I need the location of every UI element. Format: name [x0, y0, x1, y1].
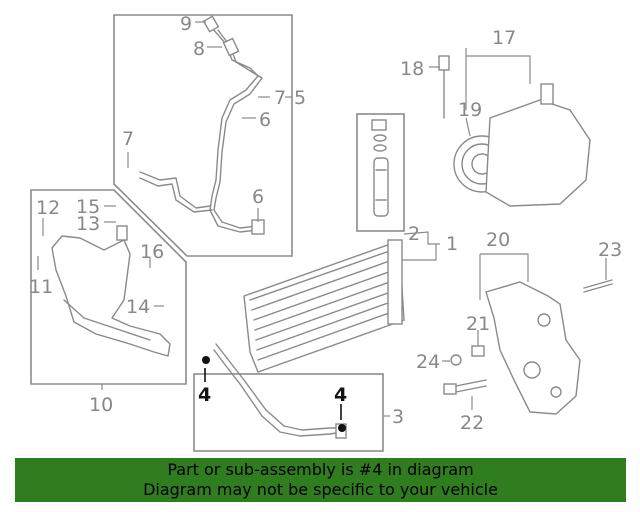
condenser[interactable]	[243, 239, 405, 373]
callout-1: 1	[446, 233, 458, 255]
callout-22: 22	[460, 412, 484, 434]
hose-assembly-panel[interactable]	[113, 14, 293, 257]
callout-18: 18	[400, 58, 424, 80]
callout-9: 9	[180, 13, 192, 35]
bolt-part-23[interactable]	[583, 279, 613, 293]
callout-3: 3	[392, 406, 404, 428]
nut-part-24[interactable]	[450, 354, 462, 366]
callout-6-upper: 6	[259, 109, 271, 131]
leader-lines	[37, 21, 607, 420]
callout-20: 20	[486, 229, 510, 251]
bushing-part-21[interactable]	[471, 345, 485, 357]
callout-8: 8	[193, 38, 205, 60]
callout-7-upper: 7	[274, 87, 286, 109]
callout-labels: 9 8 7 5 6 7 6 2 1 3 4 4 12 11 15 13 16 1…	[29, 13, 622, 434]
bolt-part-22[interactable]	[443, 379, 487, 395]
o-ring-part-4-left[interactable]	[202, 356, 210, 364]
callout-4-right: 4	[334, 384, 347, 406]
callout-6-lower: 6	[252, 186, 264, 208]
callout-17: 17	[492, 27, 516, 49]
callout-24: 24	[416, 351, 440, 373]
callout-21: 21	[466, 313, 490, 335]
callout-5: 5	[294, 87, 306, 109]
compressor[interactable]	[438, 55, 591, 207]
callout-19: 19	[458, 99, 482, 121]
callout-14: 14	[126, 296, 150, 318]
callout-10: 10	[89, 394, 113, 416]
callout-11: 11	[29, 276, 53, 298]
receiver-drier-panel[interactable]	[356, 113, 405, 232]
callout-16: 16	[140, 241, 164, 263]
callout-15: 15	[76, 196, 100, 218]
banner-line-1: Part or sub-assembly is #4 in diagram	[167, 460, 474, 479]
callout-7-lower: 7	[122, 128, 134, 150]
compressor-bracket[interactable]	[485, 281, 581, 415]
callout-12: 12	[36, 197, 60, 219]
banner-line-2: Diagram may not be specific to your vehi…	[143, 480, 498, 499]
suction-line-panel[interactable]	[30, 189, 187, 385]
callout-4-left: 4	[198, 384, 211, 406]
callout-23: 23	[598, 239, 622, 261]
callout-13: 13	[76, 213, 100, 235]
discharge-line-panel[interactable]	[193, 343, 384, 452]
o-ring-part-4-right[interactable]	[338, 424, 346, 432]
callout-2: 2	[408, 223, 420, 245]
info-banner: Part or sub-assembly is #4 in diagram Di…	[15, 458, 626, 502]
